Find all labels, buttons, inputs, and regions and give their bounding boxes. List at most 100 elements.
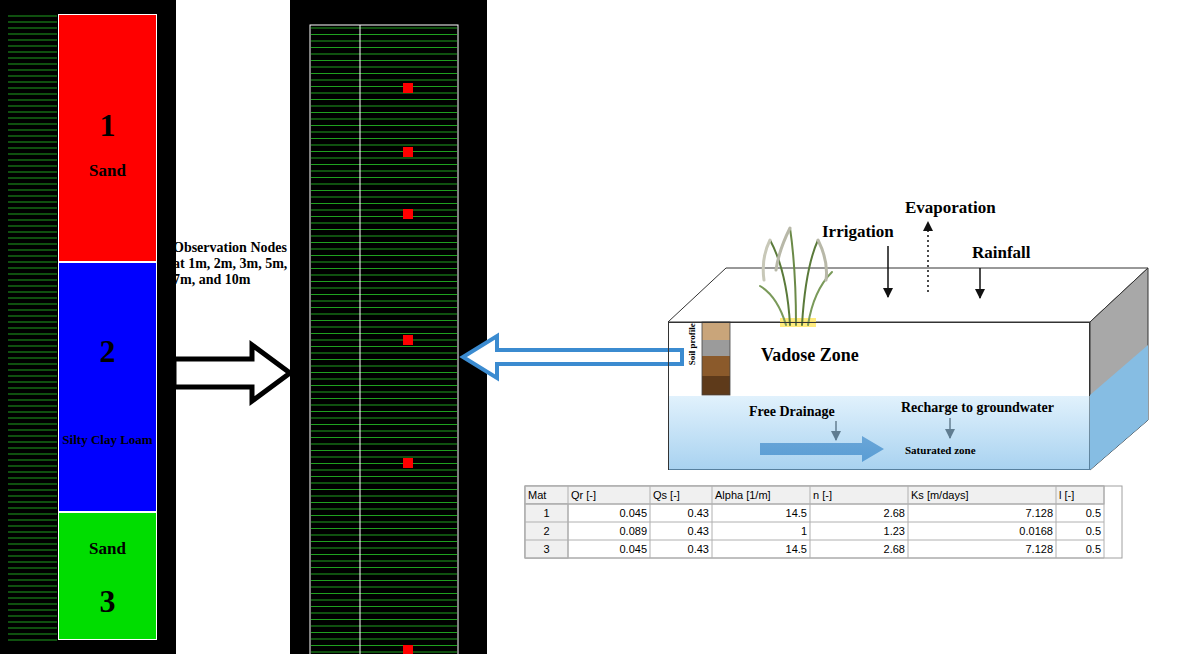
mesh-line [311,301,457,302]
mesh-line [311,255,457,256]
mesh-line [311,639,457,640]
mesh-line [311,184,457,185]
mesh-line [8,460,57,461]
table-cell: 1 [525,504,568,522]
layer-number: 3 [61,583,154,620]
mesh-line [8,184,57,185]
mesh-line [311,268,457,269]
mesh-line [8,148,57,149]
mesh-line [311,125,457,126]
table-cell: 1 [712,522,810,540]
mesh-line [311,626,457,627]
mesh-line [311,86,457,87]
profile-divider [360,25,361,654]
mesh-line [8,328,57,329]
mesh-line [8,280,57,281]
mesh-line [311,99,457,100]
mesh-line [8,46,57,47]
mesh-line [8,508,57,509]
mesh-line [8,172,57,173]
profile-outline [310,25,458,654]
mesh-line [8,16,57,17]
mesh-line [8,634,57,635]
vadose-zone-box: Vadose ZoneFree DrainageRecharge to grou… [668,322,1090,470]
mesh-line [311,541,457,542]
mesh-line [8,100,57,101]
table-header-cell: n [-] [810,486,908,504]
mesh-line [311,223,457,224]
mesh-line [8,256,57,257]
mesh-line [8,208,57,209]
mesh-line [311,307,457,308]
mesh-line [8,532,57,533]
mesh-line [8,268,57,269]
mesh-line [311,535,457,536]
table-cell: 3 [525,540,568,558]
mesh-line [311,632,457,633]
mesh-line [311,229,457,230]
mesh-line [311,138,457,139]
mesh-line [311,275,457,276]
mesh-line [8,358,57,359]
mesh-line [311,489,457,490]
observation-node [403,458,413,468]
mesh-line [311,294,457,295]
mesh-line [311,190,457,191]
mesh-line [311,431,457,432]
mesh-line [8,214,57,215]
mesh-line [8,502,57,503]
mesh-line [311,483,457,484]
mesh-line [8,418,57,419]
mesh-line [8,610,57,611]
mesh-line [8,34,57,35]
mesh-line [8,448,57,449]
box-front-face [668,322,1090,470]
mesh-line [311,164,457,165]
mesh-line [311,496,457,497]
table-cell: 0.43 [650,522,712,540]
mesh-line [8,364,57,365]
mesh-line [8,526,57,527]
observation-node [403,147,413,157]
mesh-line [8,568,57,569]
profile-label: Soil profile [687,314,697,374]
mesh-line [8,556,57,557]
table-cell: 0.43 [650,540,712,558]
box-top-face [668,268,1148,322]
table-rule [525,540,1104,541]
table-cell: 0.5 [1056,540,1104,558]
mesh-line [8,340,57,341]
mesh-line [8,190,57,191]
table-rule [525,522,1104,523]
mesh-line [311,60,457,61]
mesh-line [311,288,457,289]
mesh-line [8,244,57,245]
mesh-line [8,202,57,203]
mesh-line [8,196,57,197]
soil-layer-band: 1Sand [58,14,157,262]
mesh-line [311,587,457,588]
zone-label: Saturated zone [905,444,976,457]
mesh-line [311,151,457,152]
table-rule [525,504,1104,505]
mesh-line [8,562,57,563]
mesh-line [8,112,57,113]
table-cell: 0.045 [568,540,650,558]
mesh-line [8,88,57,89]
mesh-line [311,372,457,373]
mesh-line [8,436,57,437]
mesh-line [311,574,457,575]
mesh-line [311,80,457,81]
mesh-line [8,298,57,299]
mesh-line [8,376,57,377]
mesh-line [311,619,457,620]
mesh-line [8,388,57,389]
mesh-line [311,405,457,406]
mesh-line [8,394,57,395]
mesh-line [311,119,457,120]
mesh-line [311,132,457,133]
table-cell: 0.5 [1056,504,1104,522]
mesh-line [311,41,457,42]
column-panel [0,0,176,654]
table-cell: 2.68 [810,540,908,558]
